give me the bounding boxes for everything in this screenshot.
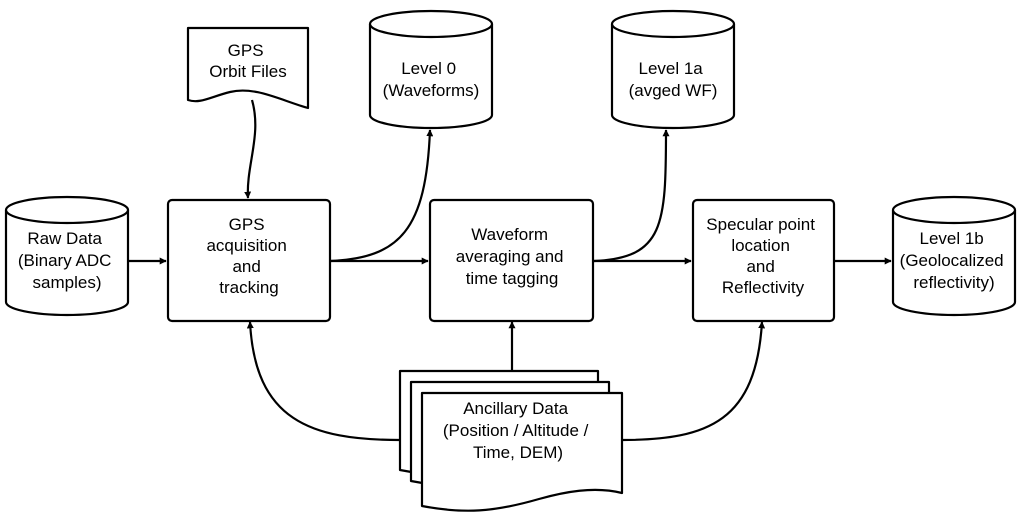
gps-acquisition-node: GPS acquisition and tracking [166, 198, 332, 323]
level1b-node: Level 1b (Geolocalized reflectivity) [891, 195, 1017, 317]
ancillary-data-node: Ancillary Data (Position / Altitude / Ti… [398, 369, 624, 512]
level1b-label: Level 1b (Geolocalized reflectivity) [900, 229, 1009, 292]
raw-data-node: Raw Data (Binary ADC samples) [4, 195, 130, 317]
gps-orbit-files-label: GPS Orbit Files [209, 41, 286, 81]
edge-waveform-to-level1a [593, 129, 670, 263]
level0-label: Level 0 (Waveforms) [383, 59, 480, 100]
specular-point-node: Specular point location and Reflectivity [691, 198, 836, 323]
edge-ancillary-to-specular [621, 321, 766, 442]
level1a-node: Level 1a (avged WF) [610, 9, 736, 130]
level1a-label: Level 1a (avged WF) [629, 59, 718, 100]
level0-node: Level 0 (Waveforms) [368, 9, 494, 130]
raw-data-label: Raw Data (Binary ADC samples) [18, 229, 116, 292]
edges [128, 99, 892, 442]
ancillary-data-label: Ancillary Data (Position / Altitude / Ti… [443, 399, 593, 462]
edge-orbit-to-acquisition [244, 99, 257, 199]
ancillary-doc-front [420, 391, 624, 512]
gps-acquisition-label: GPS acquisition and tracking [206, 215, 291, 297]
gps-orbit-files-node: GPS Orbit Files [186, 26, 310, 110]
specular-point-label: Specular point location and Reflectivity [706, 215, 819, 297]
waveform-averaging-node: Waveform averaging and time tagging [428, 198, 595, 323]
edge-ancillary-to-acquisition [246, 321, 401, 442]
waveform-averaging-label: Waveform averaging and time tagging [456, 225, 569, 288]
edge-acquisition-to-level0 [329, 129, 434, 263]
